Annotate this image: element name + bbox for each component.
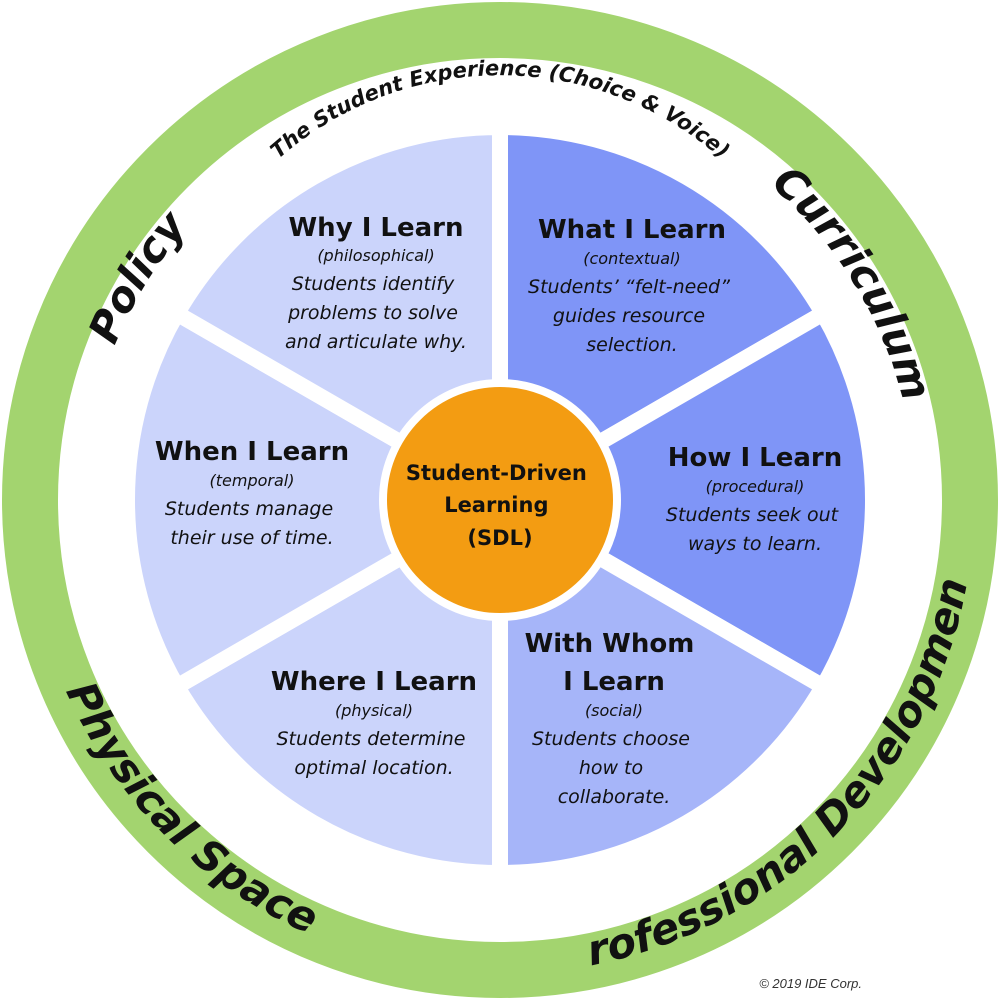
segment-how-text: How I Learn (procedural) Students seek o… <box>666 443 844 555</box>
segment-when-description: Students manage their use of time. <box>165 498 339 549</box>
segment-when-subtitle: (temporal) <box>210 471 295 490</box>
segment-with-whom-title-line-1: With Whom <box>525 629 695 659</box>
segment-why-description: Students identify problems to solve and … <box>285 273 467 353</box>
segment-when-desc-line-1: Students manage <box>165 498 333 520</box>
segment-with-whom-title-line-2: I Learn <box>563 667 665 697</box>
segment-how <box>492 492 832 881</box>
segment-how-desc-line-1: Students seek out <box>666 504 840 526</box>
segment-what-description: Students’ “felt-need” guides resource se… <box>528 276 736 356</box>
segment-when-text: When I Learn (temporal) Students manage … <box>155 437 349 549</box>
segment-where-title: Where I Learn <box>271 667 477 697</box>
segment-what-title-line-1: What I Learn <box>538 215 726 245</box>
segment-what-title: What I Learn <box>538 215 726 245</box>
segment-where <box>119 305 508 695</box>
segment-what-desc-line-3: selection. <box>586 334 677 356</box>
segment-with-whom-desc-line-1: Students choose <box>532 728 690 750</box>
segment-how-title-line-1: How I Learn <box>668 443 843 473</box>
segment-with-whom <box>168 492 508 881</box>
segment-what-desc-line-2: guides resource <box>553 305 705 327</box>
segment-what-subtitle: (contextual) <box>583 249 680 268</box>
segment-what-desc-line-1: Students’ “felt-need” <box>528 276 730 298</box>
segment-what <box>492 305 881 695</box>
segment-how-title: How I Learn <box>668 443 843 473</box>
segment-where-title-line-1: Where I Learn <box>271 667 477 697</box>
segments <box>119 119 881 881</box>
segment-why <box>492 119 832 508</box>
segment-when <box>168 119 508 508</box>
segment-when-desc-line-2: their use of time. <box>170 527 333 549</box>
segment-where-text: Where I Learn (physical) Students determ… <box>271 667 477 779</box>
segment-why-subtitle: (philosophical) <box>317 246 434 265</box>
segment-why-text: Why I Learn (philosophical) Students ide… <box>285 213 467 353</box>
segment-where-description: Students determine optimal location. <box>277 728 472 779</box>
segment-why-desc-line-2: problems to solve <box>287 302 458 324</box>
hub-line-3: (SDL) <box>467 526 532 550</box>
segment-where-subtitle: (physical) <box>335 701 413 720</box>
hub-line-2: Learning <box>444 493 548 517</box>
segment-with-whom-desc-line-2: how to <box>579 757 643 779</box>
segment-with-whom-title: With Whom I Learn <box>525 629 704 697</box>
segment-how-description: Students seek out ways to learn. <box>666 504 844 555</box>
segment-with-whom-subtitle: (social) <box>585 701 643 720</box>
copyright-notice: © 2019 IDE Corp. <box>759 976 862 991</box>
segment-how-subtitle: (procedural) <box>706 477 805 496</box>
segment-why-desc-line-1: Students identify <box>292 273 455 295</box>
segment-where-desc-line-2: optimal location. <box>294 757 453 779</box>
segment-with-whom-desc-line-3: collaborate. <box>558 786 671 808</box>
hub-line-1: Student-Driven <box>406 461 587 485</box>
segment-why-title-line-1: Why I Learn <box>289 213 464 243</box>
segment-why-title: Why I Learn <box>289 213 464 243</box>
segment-what-text: What I Learn (contextual) Students’ “fel… <box>528 215 736 356</box>
segment-why-desc-line-3: and articulate why. <box>285 331 467 353</box>
segment-where-desc-line-1: Students determine <box>277 728 466 750</box>
segment-how-desc-line-2: ways to learn. <box>688 533 822 555</box>
segment-when-title: When I Learn <box>155 437 349 467</box>
segment-with-whom-text: With Whom I Learn (social) Students choo… <box>525 629 704 808</box>
hub-circle <box>379 379 621 621</box>
hub-label: Student-Driven Learning (SDL) <box>406 461 594 550</box>
segment-with-whom-description: Students choose how to collaborate. <box>532 728 696 808</box>
segment-when-title-line-1: When I Learn <box>155 437 349 467</box>
